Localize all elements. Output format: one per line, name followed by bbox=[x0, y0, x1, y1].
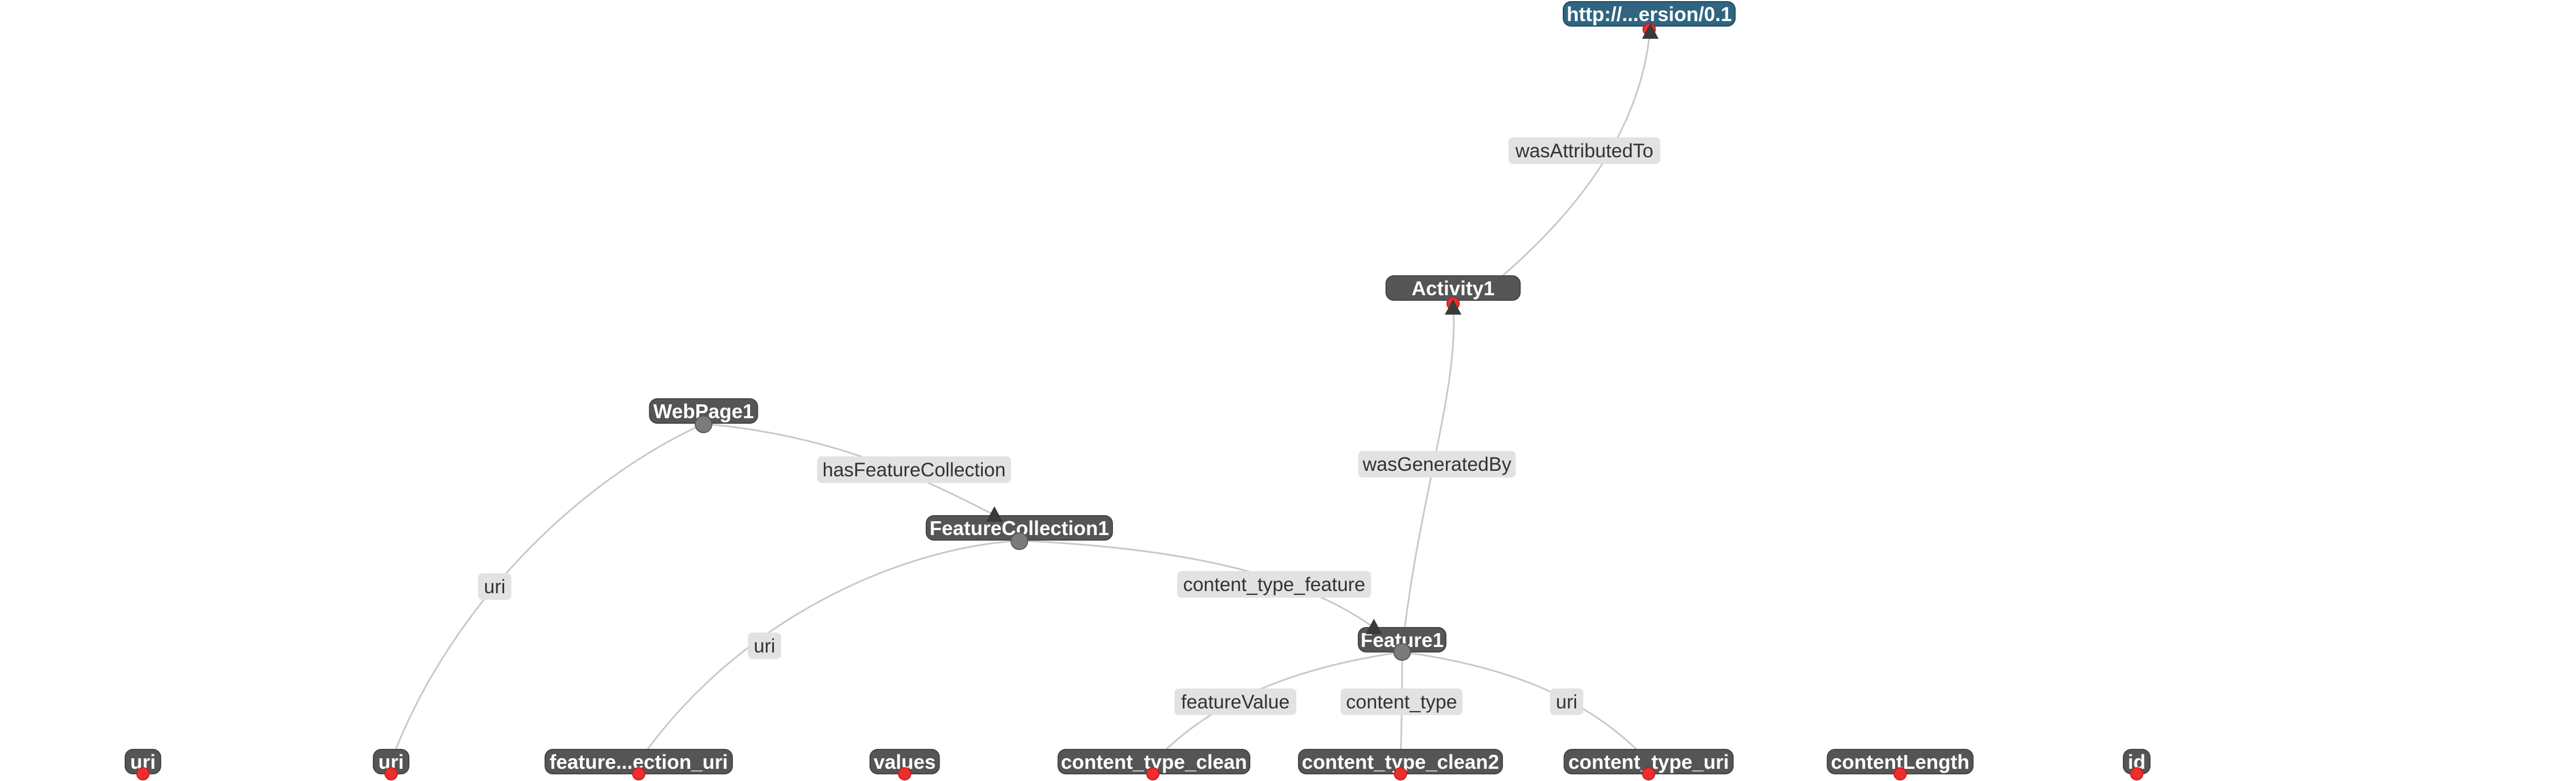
node-id[interactable]: id bbox=[2123, 749, 2151, 780]
edge-label-text: content_type bbox=[1346, 691, 1457, 713]
node-anchor-handle[interactable] bbox=[1393, 643, 1411, 661]
arrowhead-icon bbox=[1642, 23, 1659, 39]
node-content-type-clean2[interactable]: content_type_clean2 bbox=[1298, 749, 1503, 780]
edge-label[interactable]: featureValue bbox=[1174, 688, 1296, 715]
node-anchor-handle[interactable] bbox=[384, 767, 398, 780]
node-uri-b[interactable]: uri bbox=[373, 749, 409, 780]
edge-label[interactable]: wasGeneratedBy bbox=[1358, 451, 1516, 477]
node-featurecollection1[interactable]: FeatureCollection1 bbox=[926, 515, 1113, 550]
node-anchor-handle[interactable] bbox=[1146, 767, 1159, 780]
node-anchor-handle[interactable] bbox=[1394, 767, 1407, 780]
node-content-type-uri[interactable]: content_type_uri bbox=[1563, 749, 1734, 780]
node-uri-a[interactable]: uri bbox=[125, 749, 161, 780]
edge-label[interactable]: uri bbox=[748, 633, 781, 659]
edge-label[interactable]: content_type bbox=[1341, 688, 1463, 715]
edge-label[interactable]: wasAttributedTo bbox=[1508, 137, 1660, 164]
edge-label-text: uri bbox=[1556, 691, 1578, 713]
arrowhead-icon bbox=[1445, 299, 1461, 315]
node-webpage1[interactable]: WebPage1 bbox=[649, 398, 758, 433]
node-content-type-clean[interactable]: content_type_clean bbox=[1058, 749, 1250, 780]
node-anchor-handle[interactable] bbox=[1010, 532, 1028, 550]
arrowhead-icon bbox=[986, 506, 1003, 522]
edge-label-text: wasAttributedTo bbox=[1515, 140, 1653, 162]
node-values[interactable]: values bbox=[869, 749, 940, 780]
edge-labels-layer: wasAttributedTo wasGeneratedBy hasFeatureC… bbox=[478, 137, 1660, 715]
node-anchor-handle[interactable] bbox=[1642, 767, 1655, 780]
arrowhead-icon bbox=[1366, 619, 1382, 634]
node-label: http://...ersion/0.1 bbox=[1567, 3, 1732, 25]
edge-label[interactable]: uri bbox=[1550, 688, 1583, 715]
edge-uri-fc[interactable] bbox=[638, 539, 1020, 762]
edge-label[interactable]: uri bbox=[478, 573, 511, 600]
edge-featurevalue[interactable] bbox=[1153, 651, 1403, 763]
node-contentLength[interactable]: contentLength bbox=[1826, 749, 1974, 780]
edge-label-text: hasFeatureCollection bbox=[823, 459, 1006, 481]
edge-attributed[interactable] bbox=[1498, 26, 1651, 280]
node-anchor-handle[interactable] bbox=[898, 767, 911, 780]
edge-label[interactable]: hasFeatureCollection bbox=[817, 456, 1011, 483]
edge-label[interactable]: content_type_feature bbox=[1177, 571, 1371, 598]
edge-generated[interactable] bbox=[1401, 304, 1455, 651]
edge-label-text: wasGeneratedBy bbox=[1362, 454, 1512, 475]
node-anchor-handle[interactable] bbox=[1893, 767, 1907, 780]
edge-uri-webpage[interactable] bbox=[390, 423, 704, 762]
edge-label-text: content_type_feature bbox=[1183, 574, 1366, 595]
node-anchor-handle[interactable] bbox=[2130, 767, 2143, 780]
node-version[interactable]: http://...ersion/0.1 bbox=[1563, 1, 1736, 36]
nodes-layer: http://...ersion/0.1Activity1WebPage1Fea… bbox=[125, 1, 2151, 780]
node-feature-collection-uri[interactable]: feature...ection_uri bbox=[545, 749, 733, 780]
edge-label-text: uri bbox=[484, 576, 506, 598]
node-anchor-handle[interactable] bbox=[136, 767, 150, 780]
edges-layer bbox=[390, 26, 1651, 763]
edge-ctfeature[interactable] bbox=[1019, 539, 1374, 629]
edge-label-text: uri bbox=[754, 635, 776, 657]
node-anchor-handle[interactable] bbox=[632, 767, 645, 780]
edge-uri-feature[interactable] bbox=[1402, 651, 1650, 763]
edge-label-text: featureValue bbox=[1181, 691, 1290, 713]
node-anchor-handle[interactable] bbox=[695, 415, 712, 433]
node-label: Activity1 bbox=[1412, 277, 1495, 300]
